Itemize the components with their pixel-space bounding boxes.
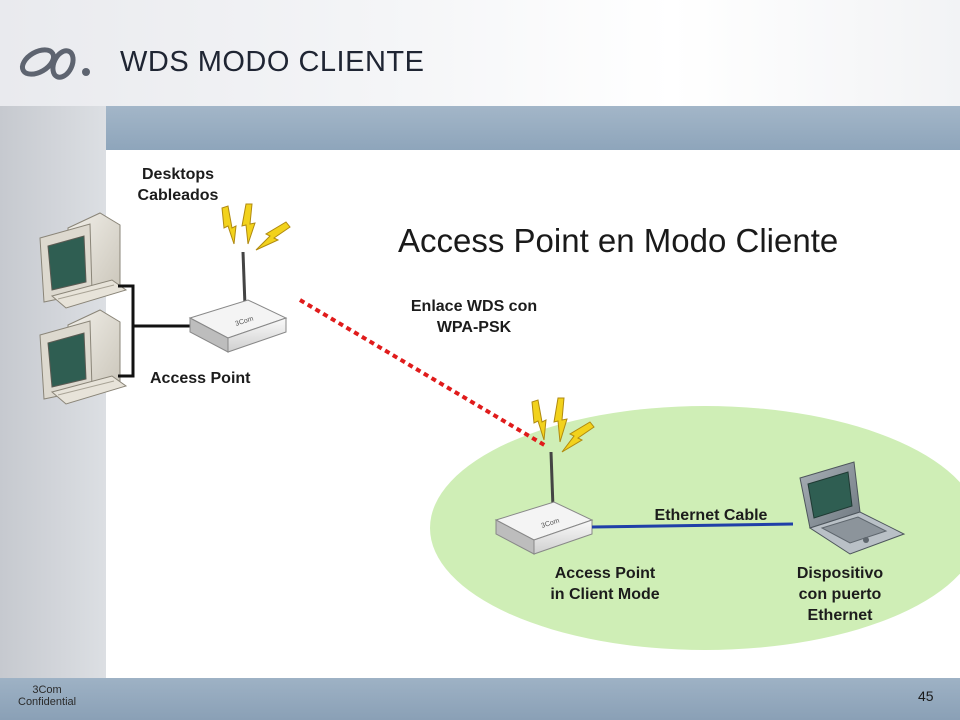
slide-title: WDS MODO CLIENTE [120,46,425,78]
wds-wireless-link [298,298,548,448]
client-ap-label-line: in Client Mode [550,586,660,603]
desktop-computer-icon [39,309,128,405]
confidential-text: Confidential [18,696,77,708]
wds-label-line: Enlace WDS con [410,298,538,315]
company-logo-icon [19,47,90,80]
diagram-headline: Access Point en Modo Cliente [398,222,839,259]
desktops-label-line: Desktops [141,166,215,183]
wireless-signal-icon [221,203,291,251]
wireless-signal-icon [531,397,595,453]
access-point-router-icon: 3Com [188,251,288,353]
wds-link-label: Enlace WDS con WPA-PSK [384,296,564,338]
ethernet-cable-link [591,522,794,529]
header-band [0,0,960,106]
wds-label-line: WPA-PSK [436,319,512,336]
access-point-label: Access Point [150,370,251,387]
page-number: 45 [918,688,934,704]
desktops-label-line: Cableados [137,187,219,204]
desktop-computer-icon [39,212,128,309]
device-label-line: Dispositivo [796,565,884,582]
desktops-label: Desktops Cableados [118,164,238,206]
company-name: 3Com [32,684,62,696]
wired-desktop-links [118,284,192,378]
client-zone [430,406,960,650]
footer-band [0,678,960,720]
client-access-point-label: Access Point in Client Mode [520,563,690,605]
device-label: Dispositivo con puerto Ethernet [760,563,920,626]
header-accent-band [106,106,960,150]
confidential-notice: 3Com Confidential [18,684,76,708]
laptop-device-icon [799,461,906,555]
device-label-line: Ethernet [807,607,873,624]
device-label-line: con puerto [798,586,882,603]
client-access-point-router-icon: 3Com [494,451,594,555]
ethernet-cable-label: Ethernet Cable [654,507,768,524]
client-ap-label-line: Access Point [554,565,656,582]
